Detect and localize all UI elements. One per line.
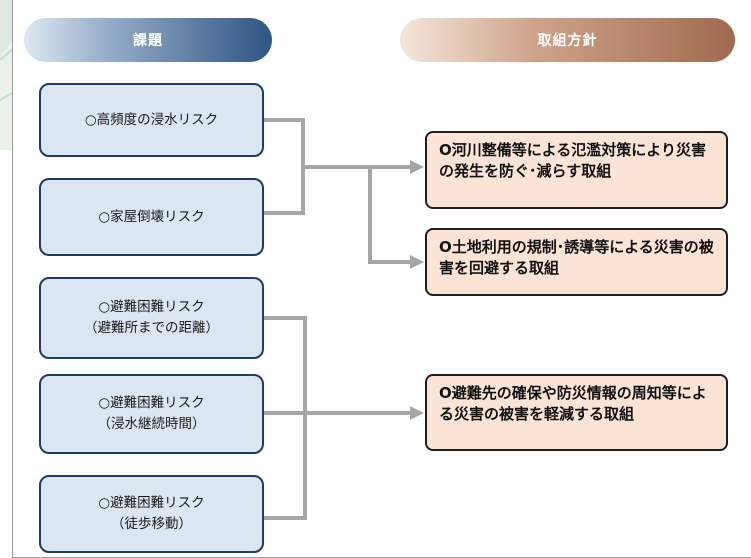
issue-box: ○高頻度の浸水リスク [39, 83, 264, 157]
policy-header: 取組方針 [400, 18, 735, 62]
issue-box: ○避難困難リスク （徒歩移動） [39, 475, 264, 553]
arrowhead [410, 255, 424, 269]
action-text: O避難先の確保や防災情報の周知等による災害の被害を軽減する取組 [439, 384, 707, 424]
issue-text: ○高頻度の浸水リスク [84, 111, 219, 128]
issue-box: ○避難困難リスク （避難所までの距離） [39, 277, 264, 359]
arrowhead [410, 406, 424, 420]
action-box: O土地利用の規制･誘導等による災害の被害を回避する取組 [425, 228, 728, 296]
policy-header-label: 取組方針 [537, 33, 598, 49]
action-box: O避難先の確保や防災情報の周知等による災害の被害を軽減する取組 [425, 374, 728, 451]
action-text: O河川整備等による氾濫対策により災害の発生を防ぐ･減らす取組 [439, 141, 707, 181]
issue-text: ○避難困難リスク （避難所までの距離） [84, 299, 219, 336]
issue-text: ○家屋倒壊リスク [98, 208, 205, 225]
issue-box: ○避難困難リスク （浸水継続時間） [39, 374, 264, 454]
action-text: O土地利用の規制･誘導等による災害の被害を回避する取組 [439, 238, 714, 278]
connector-line [368, 167, 410, 264]
issue-text: ○避難困難リスク （浸水継続時間） [97, 395, 206, 432]
issue-box: ○家屋倒壊リスク [39, 178, 264, 256]
issue-text: ○避難困難リスク （徒歩移動） [98, 495, 205, 532]
issues-header-label: 課題 [133, 33, 163, 49]
issues-header: 課題 [24, 18, 272, 62]
connector-line [264, 118, 305, 215]
arrowhead [410, 160, 424, 174]
action-box: O河川整備等による氾濫対策により災害の発生を防ぐ･減らす取組 [425, 131, 728, 209]
connector-line [264, 316, 307, 520]
